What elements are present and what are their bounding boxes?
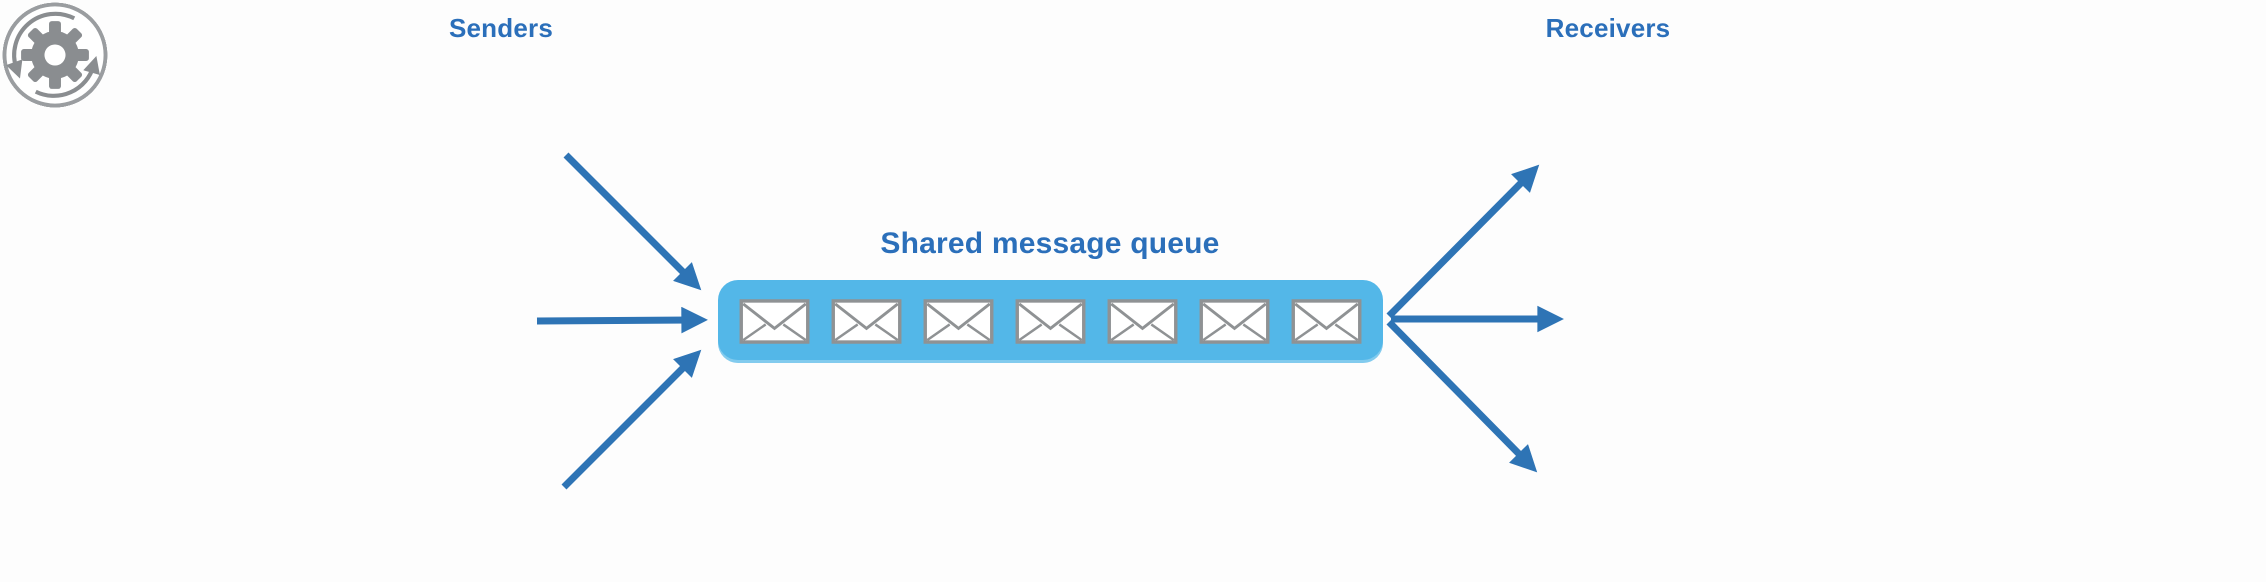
receiver-bottom-arrow: [1386, 319, 1538, 473]
queue-label: Shared message queue: [880, 227, 1220, 260]
shared-message-queue: [718, 280, 1383, 363]
receiver-bottom-gear-sync-icon: [0, 0, 110, 110]
envelope-icon: [831, 299, 902, 344]
envelope-icon: [1199, 299, 1270, 344]
envelope-icon: [1107, 299, 1178, 344]
senders-label: Senders: [448, 13, 553, 43]
receiver-top-arrow: [1386, 164, 1540, 319]
sender-bottom-arrow: [561, 349, 702, 490]
sender-top-arrow: [563, 152, 702, 291]
envelope-icon: [1291, 299, 1362, 344]
receivers-label: Receivers: [1545, 13, 1671, 43]
envelope-icon: [1015, 299, 1086, 344]
sender-middle-arrow: [536, 306, 708, 334]
envelope-icon: [923, 299, 994, 344]
envelope-icon: [739, 299, 810, 344]
